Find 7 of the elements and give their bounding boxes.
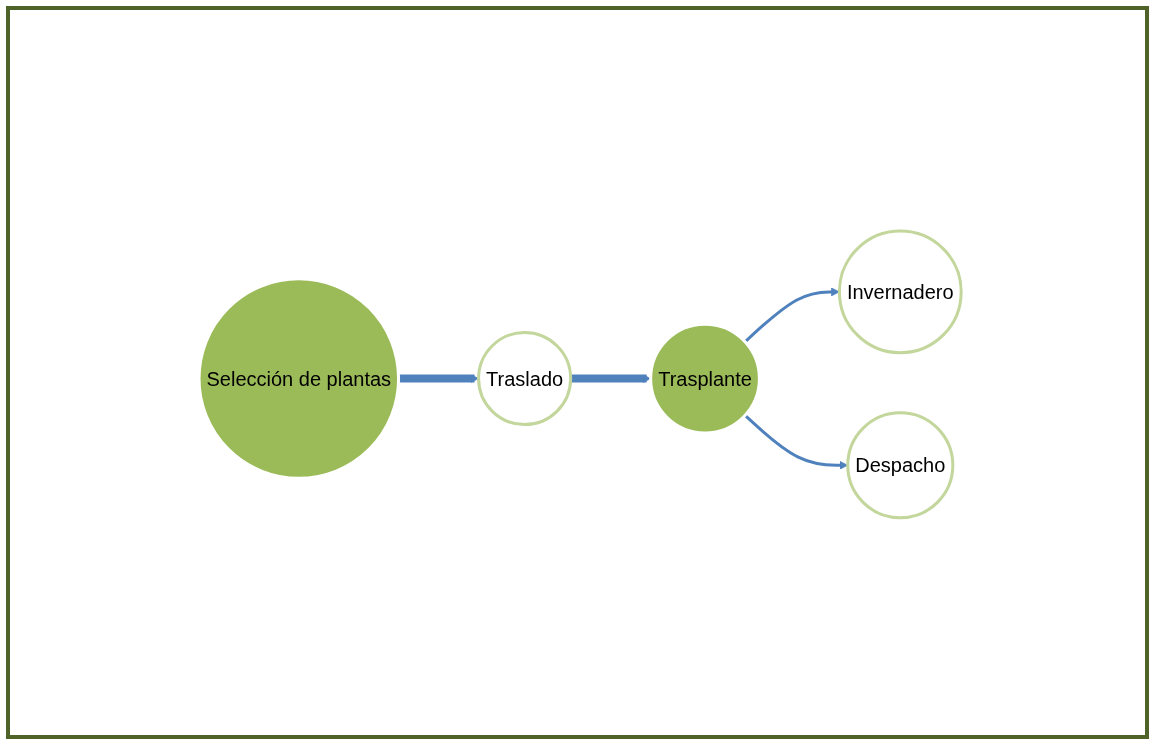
- arrow: [571, 374, 652, 384]
- arrow: [399, 374, 480, 384]
- node-circle: Invernadero: [838, 229, 964, 355]
- arrow: [744, 414, 849, 470]
- node-circle: Selección de plantas: [197, 277, 401, 480]
- node-circle: Despacho: [846, 411, 955, 520]
- node-circle: Traslado: [477, 331, 573, 427]
